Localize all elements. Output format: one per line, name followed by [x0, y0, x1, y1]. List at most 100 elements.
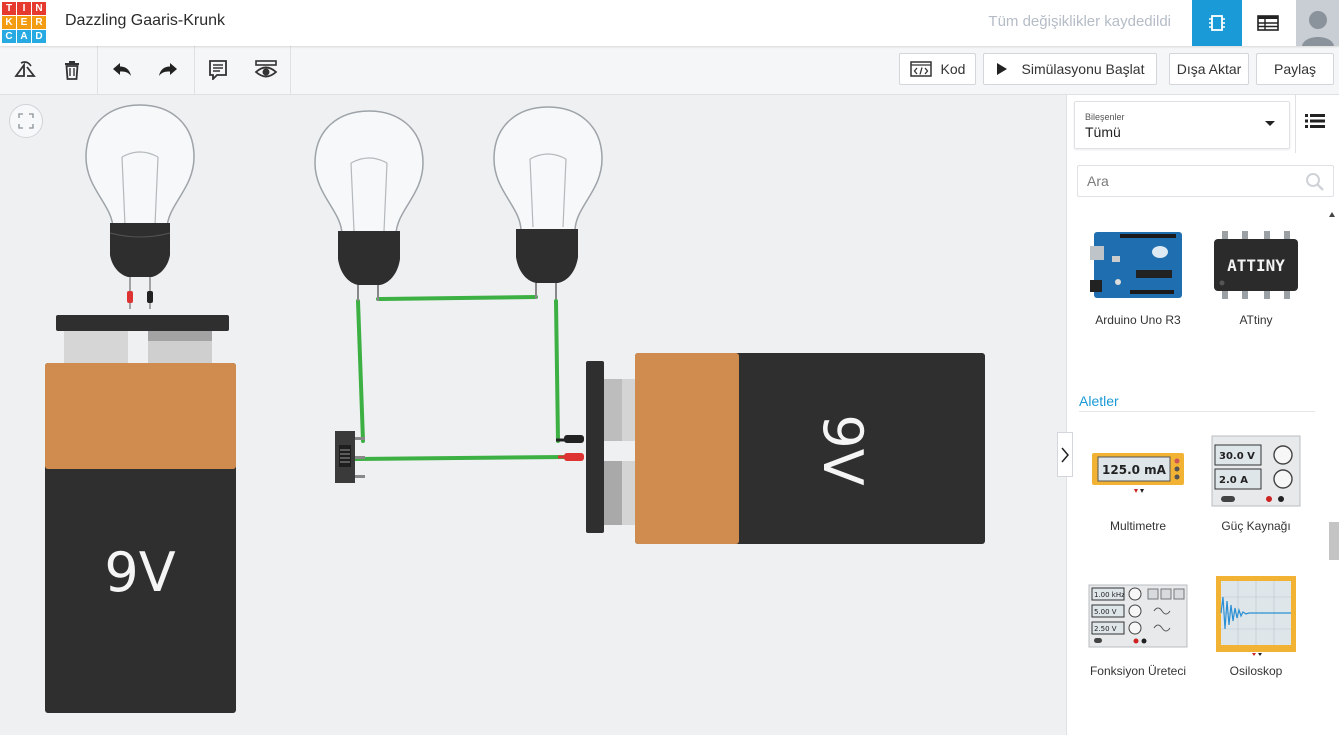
export-button[interactable]: Dışa Aktar: [1169, 53, 1249, 85]
user-silhouette-icon: [1301, 11, 1334, 46]
scroll-up-arrow[interactable]: [1329, 212, 1335, 217]
wire[interactable]: [356, 299, 365, 443]
circuit-chip-icon: [1209, 15, 1225, 31]
circuit-canvas[interactable]: 9V: [0, 95, 1066, 735]
start-simulation-button[interactable]: Simülasyonu Başlat: [983, 53, 1157, 85]
battery-2-label: 9V: [811, 414, 874, 485]
component-power-supply[interactable]: 30.0 V 2.0 A Güç Kaynağı: [1201, 431, 1311, 533]
visibility-icon: [254, 60, 278, 78]
light-bulb-3[interactable]: [493, 106, 603, 299]
panel-separator: [1295, 95, 1296, 153]
wire-set[interactable]: [353, 295, 566, 461]
list-view-icon: [1305, 114, 1325, 128]
component-name: Fonksiyon Üreteci: [1089, 664, 1187, 678]
component-category-dropdown[interactable]: Bileşenler Tümü: [1074, 101, 1290, 149]
fg-frequency: 1.00 kHz: [1094, 591, 1125, 599]
logo-letter: I: [17, 2, 31, 15]
notes-button[interactable]: [204, 56, 232, 84]
redo-button[interactable]: [154, 56, 182, 84]
arduino-board-icon: [1090, 232, 1182, 298]
logo-letter: R: [32, 16, 46, 29]
wire[interactable]: [353, 455, 566, 461]
light-bulb-2[interactable]: [314, 110, 424, 301]
logo-letter: T: [2, 2, 16, 15]
undo-button[interactable]: [108, 56, 136, 84]
code-icon: [909, 61, 932, 77]
logo-letter: A: [17, 30, 31, 43]
play-icon: [996, 63, 1007, 75]
fg-amplitude: 5.00 V: [1094, 608, 1117, 616]
attiny-chip-icon: ATTINY: [1214, 231, 1298, 299]
supply-current: 2.0 A: [1219, 475, 1248, 486]
export-label: Dışa Aktar: [1176, 61, 1242, 77]
code-button[interactable]: Kod: [899, 53, 976, 85]
supply-voltage: 30.0 V: [1219, 451, 1255, 462]
slide-switch[interactable]: [335, 431, 365, 483]
battery-1-label: 9V: [104, 541, 175, 604]
component-multimeter[interactable]: 125.0 mA Multimetre: [1083, 431, 1193, 533]
user-avatar[interactable]: [1296, 0, 1339, 46]
list-view-button[interactable]: [1305, 113, 1331, 135]
multimeter-display: 125.0 mA: [1102, 463, 1167, 477]
undo-icon: [113, 63, 131, 76]
circuit-view-button[interactable]: [1192, 0, 1242, 46]
panel-scrollbar[interactable]: [1329, 522, 1339, 560]
fit-view-button[interactable]: [9, 104, 43, 138]
share-button[interactable]: Paylaş: [1256, 53, 1334, 85]
toolbar-separator: [97, 46, 98, 94]
toolbar-separator: [290, 46, 291, 94]
rotate-icon: [14, 61, 36, 77]
dropdown-value: Tümü: [1085, 124, 1121, 140]
visibility-button[interactable]: [252, 56, 280, 84]
multimeter-icon: 125.0 mA: [1092, 453, 1184, 493]
code-label: Kod: [940, 61, 966, 77]
battery-right-leads: [556, 435, 584, 461]
caret-down-icon: [1265, 121, 1275, 126]
component-list-button[interactable]: [1244, 0, 1292, 46]
delete-icon: [65, 61, 79, 80]
wire[interactable]: [554, 299, 560, 443]
oscilloscope-icon: [1216, 576, 1296, 656]
search-input[interactable]: [1078, 166, 1307, 196]
components-panel: Bileşenler Tümü: [1066, 95, 1339, 735]
logo-letter: K: [2, 16, 16, 29]
section-title-tools: Aletler: [1079, 393, 1315, 412]
fg-offset: 2.50 V: [1094, 625, 1117, 633]
logo-letter: E: [17, 16, 31, 29]
fit-view-icon: [18, 113, 34, 129]
redo-icon: [159, 63, 177, 76]
chip-label: ATTINY: [1227, 256, 1285, 275]
share-label: Paylaş: [1273, 61, 1317, 77]
battery-2[interactable]: 9V: [586, 353, 985, 544]
rotate-button[interactable]: [11, 56, 39, 84]
logo-letter: N: [32, 2, 46, 15]
search-icon[interactable]: [1305, 172, 1325, 192]
panel-collapse-button[interactable]: [1057, 432, 1073, 477]
logo-letter: D: [32, 30, 46, 43]
component-arduino-uno[interactable]: Arduino Uno R3: [1083, 225, 1193, 327]
component-name: ATtiny: [1239, 313, 1273, 327]
component-name: Güç Kaynağı: [1221, 519, 1291, 533]
power-supply-icon: 30.0 V 2.0 A: [1211, 435, 1301, 507]
start-simulation-label: Simülasyonu Başlat: [1021, 61, 1145, 77]
delete-button[interactable]: [58, 56, 86, 84]
component-search: [1077, 165, 1334, 197]
light-bulb-1[interactable]: [85, 104, 195, 309]
battery-1[interactable]: 9V: [45, 315, 236, 713]
chevron-right-icon: [1061, 447, 1069, 462]
dropdown-label: Bileşenler: [1085, 112, 1125, 122]
component-name: Arduino Uno R3: [1095, 313, 1181, 327]
table-icon: [1257, 15, 1279, 31]
project-title[interactable]: Dazzling Gaaris-Krunk: [65, 12, 226, 29]
component-attiny[interactable]: ATTINY ATtiny: [1201, 225, 1311, 327]
component-function-generator[interactable]: 1.00 kHz 5.00 V 2.50 V Fonksiyon Üreteci: [1083, 576, 1193, 678]
component-name: Multimetre: [1109, 519, 1166, 533]
editor-toolbar: Kod Simülasyonu Başlat Dışa Aktar Paylaş: [0, 46, 1339, 95]
circuit-schematic: 9V: [45, 104, 985, 713]
wire[interactable]: [376, 295, 538, 301]
function-generator-icon: 1.00 kHz 5.00 V 2.50 V: [1088, 584, 1188, 648]
logo-letter: C: [2, 30, 16, 43]
component-oscilloscope[interactable]: Osiloskop: [1201, 576, 1311, 678]
